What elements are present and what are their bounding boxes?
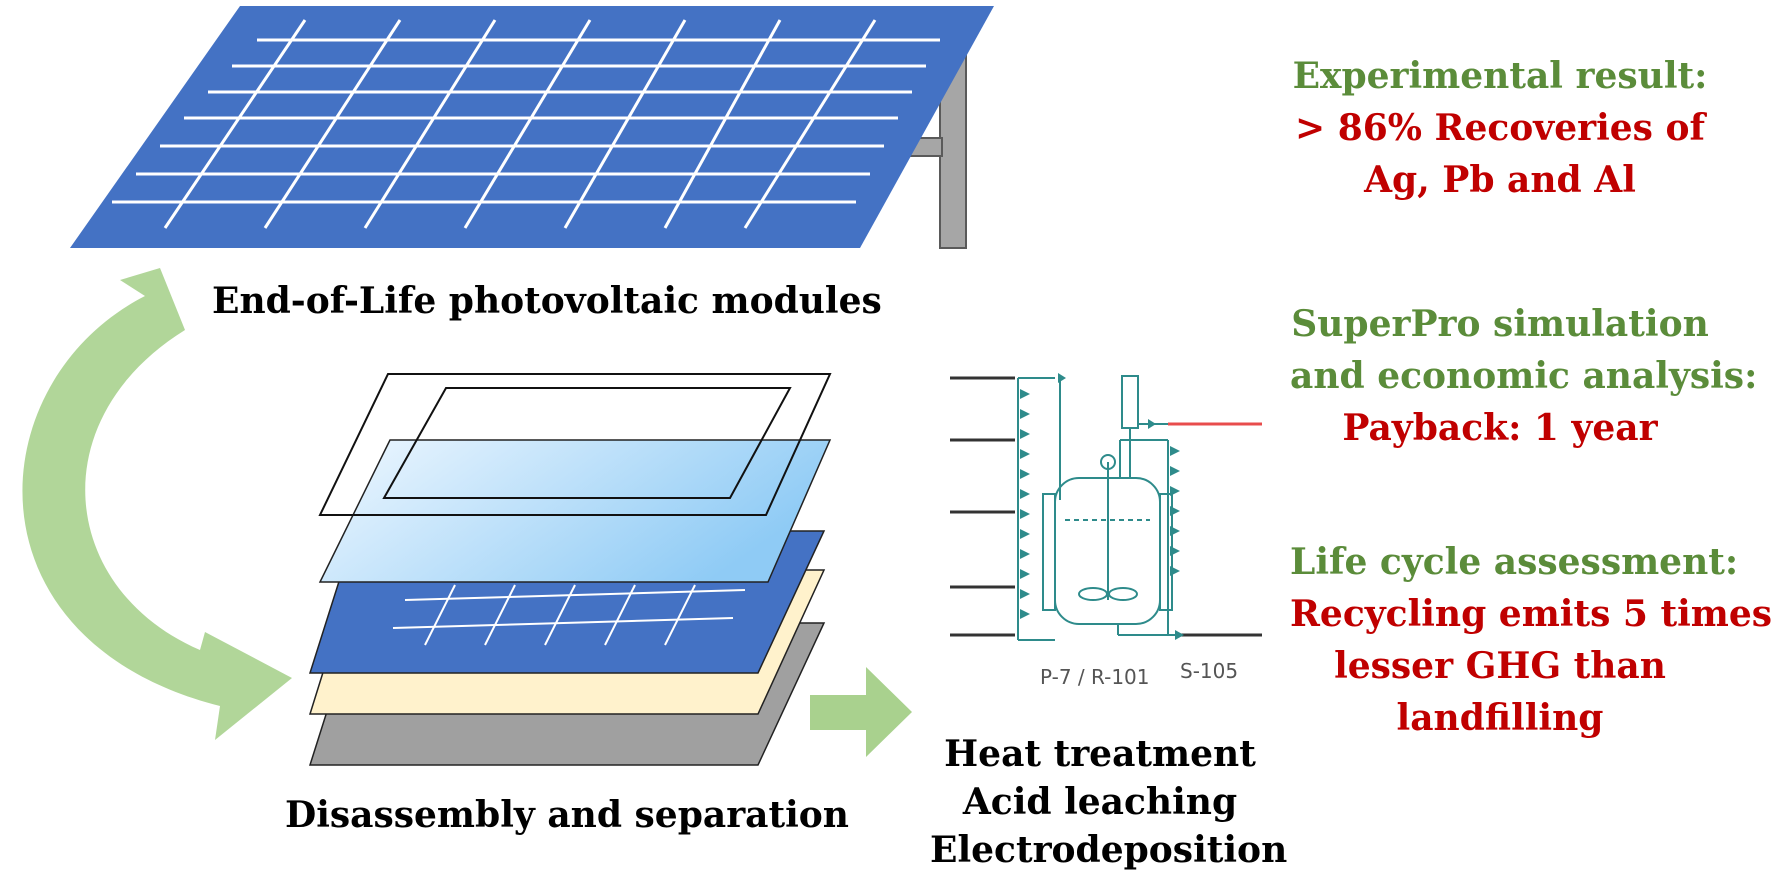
glass-layer bbox=[318, 439, 832, 583]
reactor-schematic: P-7 / R-101 S-105 bbox=[950, 373, 1262, 689]
separator-tag: S-105 bbox=[1180, 659, 1238, 683]
process-step: Heat treatment bbox=[944, 733, 1256, 775]
process-step: Acid leaching bbox=[962, 781, 1238, 823]
result-value: > 86% Recoveries of bbox=[1295, 107, 1705, 149]
result-value: Recycling emits 5 times bbox=[1290, 593, 1772, 635]
experimental-result: Experimental result: > 86% Recoveries of… bbox=[1290, 50, 1710, 206]
result-value: landfilling bbox=[1396, 697, 1604, 739]
economic-result: SuperPro simulation and economic analysi… bbox=[1290, 298, 1758, 454]
result-heading: and economic analysis: bbox=[1290, 355, 1758, 397]
process-steps: Heat treatment Acid leaching Electrodepo… bbox=[930, 730, 1288, 874]
result-heading: Life cycle assessment: bbox=[1290, 541, 1739, 583]
result-value: Ag, Pb and Al bbox=[1364, 159, 1636, 201]
process-diagram: P-7 / R-101 S-105 bbox=[22, 6, 1262, 766]
lca-result: Life cycle assessment: Recycling emits 5… bbox=[1290, 536, 1772, 744]
exploded-module-layers bbox=[308, 373, 832, 766]
reactor-tag: P-7 / R-101 bbox=[1040, 665, 1150, 689]
frame-layer bbox=[318, 373, 832, 516]
right-arrow-icon bbox=[810, 667, 912, 757]
curved-arrow-icon bbox=[22, 268, 292, 740]
process-step: Electrodeposition bbox=[930, 829, 1288, 871]
solar-panel-illustration bbox=[70, 6, 994, 248]
result-value: lesser GHG than bbox=[1334, 645, 1666, 687]
result-value: Payback: 1 year bbox=[1342, 407, 1658, 449]
eol-modules-label: End-of-Life photovoltaic modules bbox=[212, 280, 882, 322]
result-heading: Experimental result: bbox=[1292, 55, 1708, 97]
result-heading: SuperPro simulation bbox=[1291, 303, 1709, 345]
disassembly-label: Disassembly and separation bbox=[285, 794, 849, 836]
